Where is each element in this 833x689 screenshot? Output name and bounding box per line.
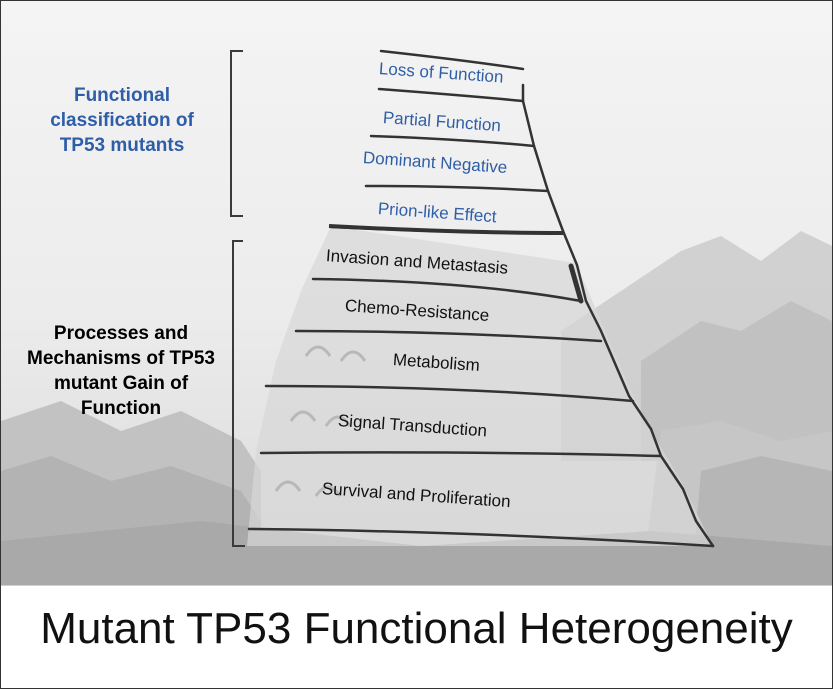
functional-bracket: [230, 50, 243, 217]
title-banner: Mutant TP53 Functional Heterogeneity: [1, 585, 832, 688]
tower-of-babel-background: [1, 49, 832, 588]
banner-title: Mutant TP53 Functional Heterogeneity: [40, 604, 793, 653]
gain-of-function-heading: Processes and Mechanisms of TP53 mutant …: [27, 323, 215, 419]
gof-bracket: [232, 240, 245, 547]
functional-classification-heading: Functional classification of TP53 mutant…: [50, 85, 194, 156]
